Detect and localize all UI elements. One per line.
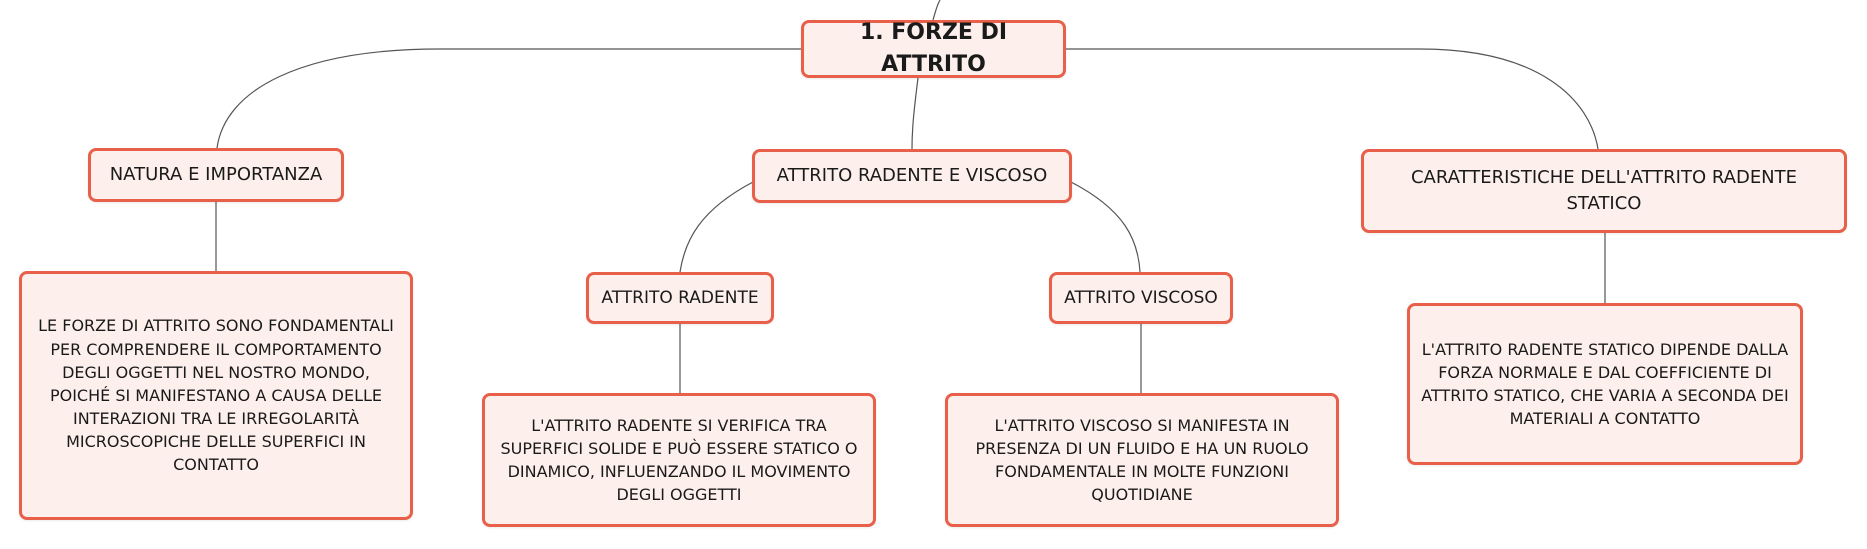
root-node[interactable]: 1. FORZE DI ATTRITO (801, 20, 1066, 78)
detail-caratteristiche[interactable]: L'ATTRITO RADENTE STATICO DIPENDE DALLA … (1407, 303, 1803, 465)
connector-root-radente-viscoso (911, 77, 919, 150)
detail-viscoso[interactable]: L'ATTRITO VISCOSO SI MANIFESTA IN PRESEN… (945, 393, 1339, 527)
topic-caratteristiche-label: CARATTERISTICHE DELL'ATTRITO RADENTE STA… (1410, 166, 1798, 214)
sub-radente[interactable]: ATTRITO RADENTE (586, 272, 774, 324)
detail-natura[interactable]: LE FORZE DI ATTRITO SONO FONDAMENTALI PE… (19, 271, 413, 520)
sub-radente-label: ATTRITO RADENTE (601, 287, 759, 308)
detail-natura-text: LE FORZE DI ATTRITO SONO FONDAMENTALI PE… (38, 316, 394, 475)
topic-natura-label: NATURA E IMPORTANZA (109, 163, 323, 185)
sub-viscoso[interactable]: ATTRITO VISCOSO (1049, 272, 1233, 324)
detail-radente-text: L'ATTRITO RADENTE SI VERIFICA TRA SUPERF… (500, 415, 858, 505)
connector-rv-viscoso (1070, 181, 1141, 273)
topic-natura[interactable]: NATURA E IMPORTANZA (88, 148, 344, 202)
topic-radente-viscoso[interactable]: ATTRITO RADENTE E VISCOSO (752, 149, 1072, 203)
detail-caratteristiche-text: L'ATTRITO RADENTE STATICO DIPENDE DALLA … (1421, 339, 1789, 429)
connector-root-parent (932, 0, 941, 21)
detail-viscoso-text: L'ATTRITO VISCOSO SI MANIFESTA IN PRESEN… (975, 415, 1309, 505)
topic-radente-viscoso-label: ATTRITO RADENTE E VISCOSO (776, 164, 1048, 186)
connector-root-natura (216, 48, 801, 149)
root-label: 1. FORZE DI ATTRITO (859, 20, 1008, 77)
sub-viscoso-label: ATTRITO VISCOSO (1064, 287, 1218, 308)
connector-rv-radente (679, 181, 754, 273)
detail-radente[interactable]: L'ATTRITO RADENTE SI VERIFICA TRA SUPERF… (482, 393, 876, 527)
connector-root-caratteristiche (1066, 48, 1599, 150)
topic-caratteristiche[interactable]: CARATTERISTICHE DELL'ATTRITO RADENTE STA… (1361, 149, 1847, 233)
